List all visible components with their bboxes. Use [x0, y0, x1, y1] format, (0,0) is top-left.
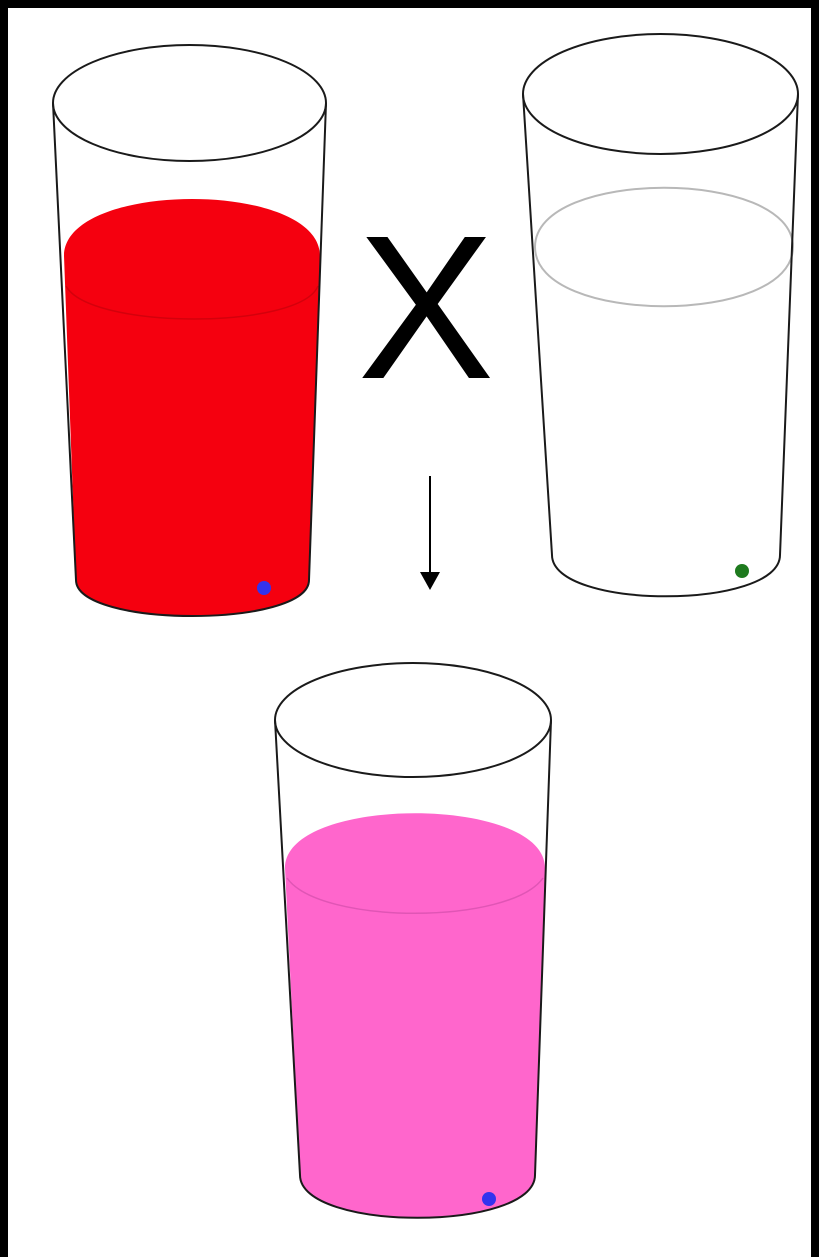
pink-glass-blue-dot [482, 1192, 496, 1206]
red-glass-blue-dot [257, 581, 271, 595]
cross-symbol: X [358, 193, 495, 422]
pink-glass-liquid [285, 813, 545, 1218]
clear-glass-green-dot [735, 564, 749, 578]
red-glass-liquid [64, 199, 320, 616]
